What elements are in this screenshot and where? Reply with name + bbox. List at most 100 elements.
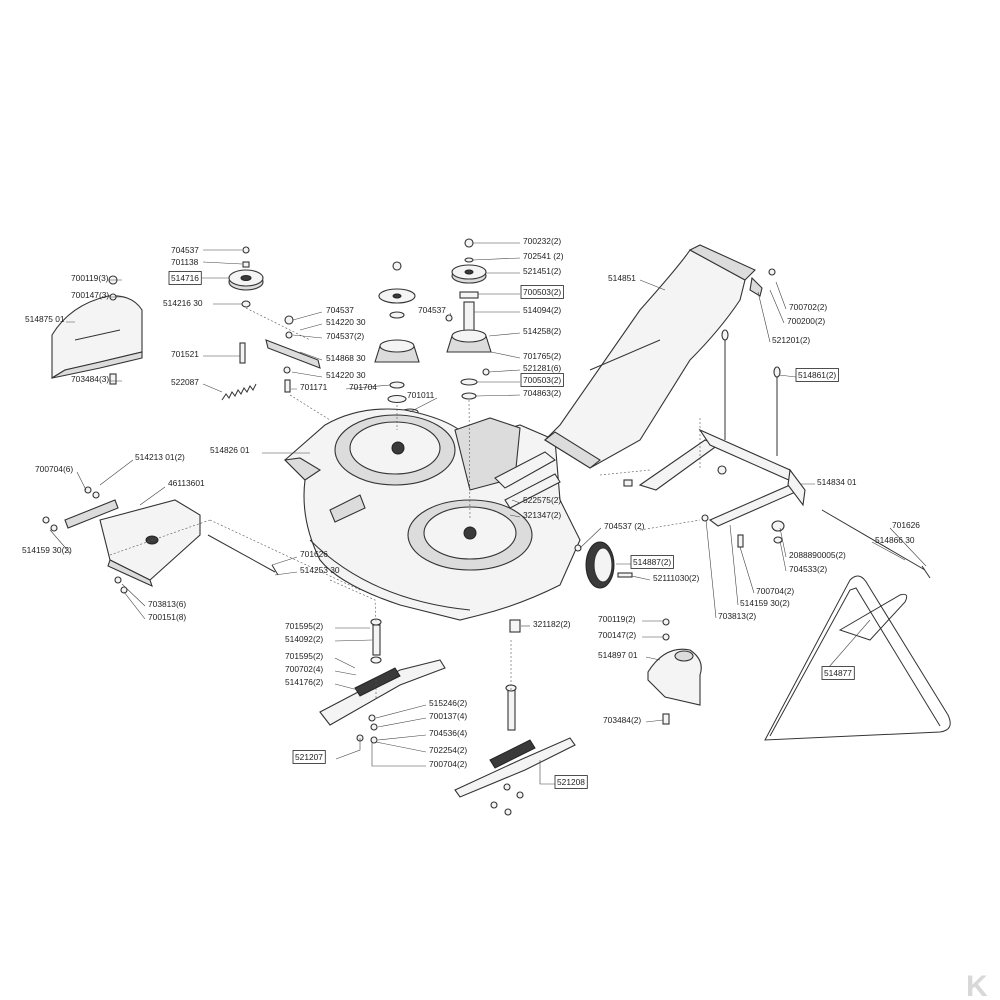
front-bracket xyxy=(42,486,201,594)
part-number-label: 46113601 xyxy=(168,478,205,488)
part-number-label: 704537(2) xyxy=(326,331,364,341)
part-number-label: 514875 01 xyxy=(25,314,65,324)
part-number-label: 700503(2) xyxy=(523,375,561,385)
part-number-box xyxy=(292,750,326,764)
part-number-label: 522087 xyxy=(171,377,199,387)
part-number-label: 701521 xyxy=(171,349,199,359)
spindle-stack-left xyxy=(374,261,420,416)
part-number-label: 703813(2) xyxy=(718,611,756,621)
part-number-label: 700151(8) xyxy=(148,612,186,622)
part-number-label: 514159 30(2) xyxy=(22,545,72,555)
part-number-label: 514253 30 xyxy=(300,565,340,575)
part-number-label: 704537 xyxy=(171,245,199,255)
part-number-label: 701011 xyxy=(407,390,435,400)
part-number-label: 522575(2) xyxy=(523,495,561,505)
part-number-label: 514868 30 xyxy=(326,353,366,363)
part-number-label: 514092(2) xyxy=(285,634,323,644)
part-number-label: 521451(2) xyxy=(523,266,561,276)
drive-belt xyxy=(764,575,951,741)
part-number-label: 701171 xyxy=(300,382,328,392)
part-number-label: 514887(2) xyxy=(633,557,671,567)
part-number-label: 704537 xyxy=(418,305,446,315)
part-number-label: 700137(4) xyxy=(429,711,467,721)
part-number-label: 700503(2) xyxy=(523,287,561,297)
part-number-label: 704537 xyxy=(326,305,354,315)
part-number-label: 321347(2) xyxy=(523,510,561,520)
deck-fitting xyxy=(509,619,521,633)
part-number-label: 521207 xyxy=(295,752,323,762)
part-labels: 704537 701138 514716 700119(3) 700147(3) 5148… xyxy=(22,236,920,789)
part-number-label: 700147(2) xyxy=(598,630,636,640)
part-number-label: 701704 xyxy=(349,382,377,392)
part-number-label: 700200(2) xyxy=(787,316,825,326)
part-number-label: 700119(2) xyxy=(598,614,636,624)
part-number-label: 52111030(2) xyxy=(653,573,699,583)
part-number-label: 700704(2) xyxy=(756,586,794,596)
part-number-label: 514834 01 xyxy=(817,477,857,487)
part-number-label: 514220 30 xyxy=(326,317,366,327)
part-number-label: 700147(3) xyxy=(71,290,109,300)
part-number-label: 521201(2) xyxy=(772,335,810,345)
spindle-stack-right xyxy=(445,238,492,400)
part-number-label: 514159 30(2) xyxy=(740,598,790,608)
front-rod xyxy=(207,534,279,576)
part-number-label: 700702(2) xyxy=(789,302,827,312)
part-number-label: 700702(4) xyxy=(285,664,323,674)
belt-cover-right xyxy=(647,618,702,725)
part-number-label: 514897 01 xyxy=(598,650,638,660)
idler-arm xyxy=(265,315,321,393)
part-number-label: 514258(2) xyxy=(523,326,561,336)
part-number-label: 701626 xyxy=(892,520,920,530)
part-number-label: 321182(2) xyxy=(533,619,571,629)
grass-chute xyxy=(544,244,756,469)
part-number-box xyxy=(168,271,202,285)
part-number-label: 701595(2) xyxy=(285,651,323,661)
part-number-label: 701595(2) xyxy=(285,621,323,631)
part-number-label: 704537 (2) xyxy=(604,521,645,531)
belt-cover-left xyxy=(51,275,143,385)
blade-assembly-left xyxy=(319,618,446,744)
cables xyxy=(721,268,781,456)
part-number-box xyxy=(520,373,564,387)
part-number-label: 514216 30 xyxy=(163,298,203,308)
part-number-label: 701765(2) xyxy=(523,351,561,361)
tension-spring xyxy=(221,342,257,401)
part-number-label: 514866 30 xyxy=(875,535,915,545)
deck-wheel xyxy=(574,541,633,589)
part-number-box xyxy=(554,775,588,789)
part-number-box xyxy=(821,666,855,680)
part-number-label: 521281(6) xyxy=(523,363,561,373)
part-number-label: 514716 xyxy=(171,273,199,283)
part-number-label: 703813(6) xyxy=(148,599,186,609)
part-number-label: 514851 xyxy=(608,273,636,283)
part-number-label: 704536(4) xyxy=(429,728,467,738)
part-number-label: 514826 01 xyxy=(210,445,250,455)
part-number-label: 704863(2) xyxy=(523,388,561,398)
part-number-label: 2088890005(2) xyxy=(789,550,846,560)
part-number-label: 514094(2) xyxy=(523,305,561,315)
part-number-label: 700704(2) xyxy=(429,759,467,769)
part-number-box xyxy=(795,368,839,382)
part-number-box xyxy=(630,555,674,569)
leader-lines xyxy=(49,242,927,785)
part-number-label: 703484(2) xyxy=(603,715,641,725)
part-number-label: 701138 xyxy=(171,257,199,267)
part-number-label: 514877 xyxy=(824,668,852,678)
part-number-label: 704533(2) xyxy=(789,564,827,574)
lift-linkage xyxy=(623,428,931,579)
part-number-label: 703484(3) xyxy=(71,374,109,384)
part-number-label: 514220 30 xyxy=(326,370,366,380)
watermark-logo: K xyxy=(966,970,988,1000)
blade-assembly-right xyxy=(454,684,576,816)
part-number-label: 701626 xyxy=(300,549,328,559)
part-number-label: 514861(2) xyxy=(798,370,836,380)
pulley-left xyxy=(228,246,264,308)
part-number-label: 700232(2) xyxy=(523,236,561,246)
part-number-label: 700704(6) xyxy=(35,464,73,474)
mower-deck xyxy=(283,408,581,621)
part-number-label: 700119(3) xyxy=(71,273,109,283)
part-number-label: 702541 (2) xyxy=(523,251,564,261)
part-number-label: 514176(2) xyxy=(285,677,323,687)
part-number-label: 515246(2) xyxy=(429,698,467,708)
